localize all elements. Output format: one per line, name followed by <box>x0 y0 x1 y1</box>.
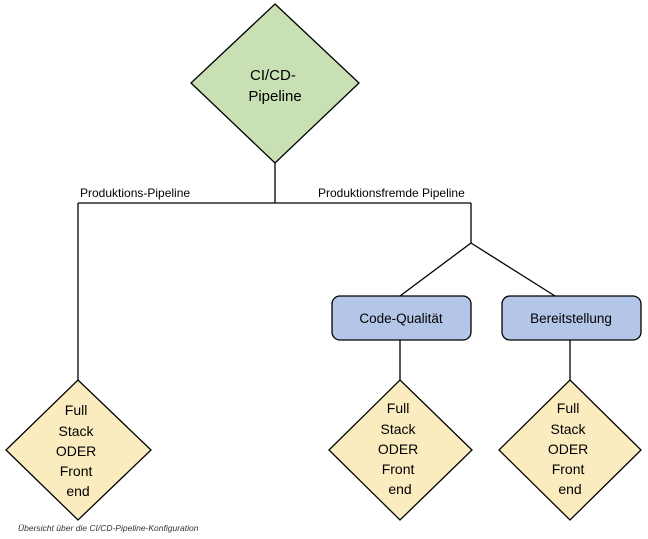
code-quality-label: Code-Qualität <box>359 311 443 326</box>
leaf-deployment-label: Full Stack ODER Front end <box>548 400 592 497</box>
code-quality-stage: Code-Qualität <box>331 295 472 341</box>
leaf-deployment-diamond <box>498 379 642 521</box>
deployment-label: Bereitstellung <box>530 311 612 326</box>
code-quality-box <box>331 295 472 341</box>
root-label: CI/CD- Pipeline <box>248 67 301 105</box>
deployment-box <box>501 295 642 341</box>
leaf-production-label: Full Stack ODER Front end <box>56 402 100 499</box>
split-right <box>470 242 556 297</box>
leaf-code-quality-label: Full Stack ODER Front end <box>378 400 422 497</box>
root-label-line-1: CI/CD- <box>250 67 296 84</box>
split-left <box>399 242 472 297</box>
root-node: CI/CD- Pipeline <box>190 3 360 164</box>
production-branch-label: Produktions-Pipeline <box>80 186 190 200</box>
root-label-line-2: Pipeline <box>248 88 301 105</box>
leaf-production: Full Stack ODER Front end <box>5 379 152 521</box>
figure-caption: Übersicht über die CI/CD-Pipeline-Konfig… <box>18 523 199 533</box>
root-diamond <box>190 3 360 164</box>
leaf-deployment: Full Stack ODER Front end <box>498 379 642 521</box>
leaf-code-quality: Full Stack ODER Front end <box>328 379 473 521</box>
non-production-branch-label: Produktionsfremde Pipeline <box>318 186 465 200</box>
deployment-stage: Bereitstellung <box>501 295 642 341</box>
connectors <box>77 163 571 380</box>
leaf-production-diamond <box>5 379 152 521</box>
leaf-code-quality-diamond <box>328 379 473 521</box>
